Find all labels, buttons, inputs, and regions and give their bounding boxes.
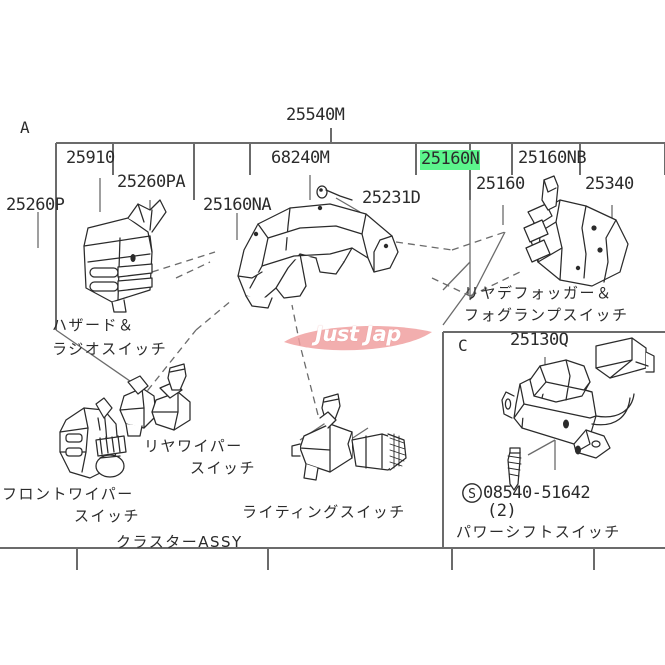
power-shift-switch-illustration [501, 337, 655, 491]
part-number-screw: 08540-51642 [483, 482, 591, 503]
watermark-text: Just Jap [315, 322, 401, 346]
part-number-25260pa[interactable]: 25260PA [117, 172, 186, 192]
hazard-radio-switch-illustration [83, 199, 167, 313]
part-number-25540m[interactable]: 25540M [286, 105, 345, 125]
standard-part-s-icon: S [462, 483, 482, 503]
section-label-a: A [20, 118, 30, 137]
screw-callout[interactable]: S 08540-51642 [461, 482, 591, 504]
part-number-25160nb[interactable]: 25160NB [518, 148, 587, 168]
watermark: Just Jap [282, 316, 434, 360]
label-front-wiper-line1: フロントワイパー [2, 485, 134, 503]
clip-plug-2-illustration [321, 393, 341, 423]
label-hazard-radio-line2: ラジオスイッチ [52, 340, 168, 358]
part-number-25340[interactable]: 25340 [585, 174, 634, 194]
part-number-25260p[interactable]: 25260P [6, 195, 65, 215]
clip-plug-illustration [167, 363, 187, 391]
part-number-68240m[interactable]: 68240M [271, 148, 330, 168]
label-rear-wiper-line2: スイッチ [190, 459, 257, 477]
screw-quantity: (2) [487, 501, 517, 521]
label-hazard-radio-line1: ハザード＆ [52, 316, 135, 334]
clip-25231d-illustration [316, 185, 353, 201]
label-front-wiper-line2: スイッチ [74, 507, 141, 525]
part-number-25231d[interactable]: 25231D [362, 188, 421, 208]
part-number-25160n[interactable]: 25160N [420, 149, 481, 170]
part-number-25160[interactable]: 25160 [476, 174, 525, 194]
label-defogger-line1: リヤデフォッガー＆ [464, 284, 613, 302]
lighting-switch-illustration [291, 411, 407, 481]
cluster-lid-illustration [237, 203, 399, 309]
rear-wiper-switch-illustration [119, 375, 157, 437]
part-number-25160na[interactable]: 25160NA [203, 195, 272, 215]
front-wiper-switch-illustration [59, 397, 127, 479]
label-rear-wiper-line1: リヤワイパー [144, 437, 243, 455]
watermark-swoosh-icon [284, 326, 432, 351]
label-lighting-switch: ライティングスイッチ [242, 503, 406, 521]
part-number-25910[interactable]: 25910 [66, 148, 115, 168]
part-number-25130q[interactable]: 25130Q [510, 330, 569, 350]
section-label-c: C [458, 336, 468, 355]
label-defogger-line2: フォグランプスイッチ [464, 306, 629, 324]
screw-s-letter: S [468, 487, 476, 502]
label-cluster-assy: クラスターASSY [116, 533, 243, 551]
label-power-shift: パワーシフトスイッチ [456, 523, 621, 541]
rear-wiper-switch-body-illustration [151, 381, 191, 431]
